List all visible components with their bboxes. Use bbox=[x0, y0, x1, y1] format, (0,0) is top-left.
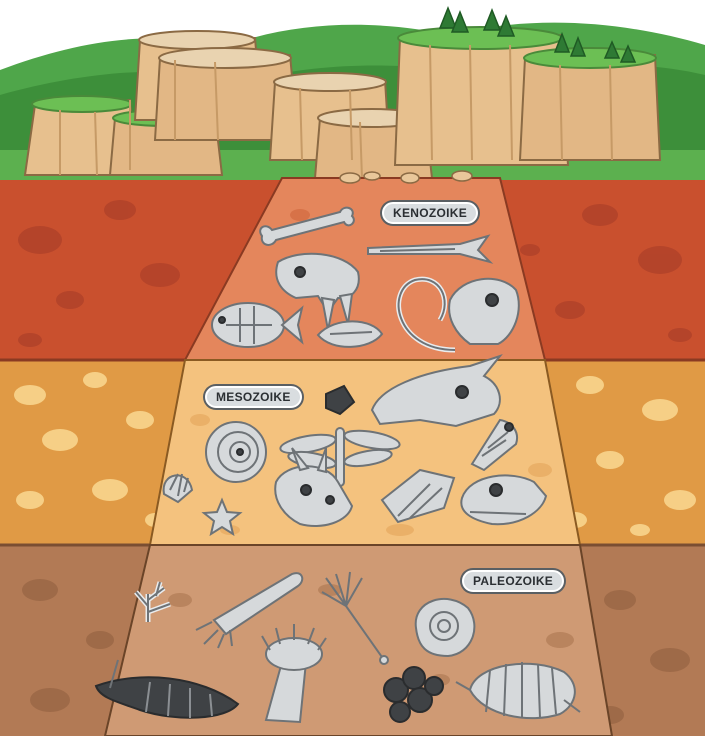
nautilus-fossil bbox=[416, 599, 475, 656]
paleozoike-label: PALEOZOIKE bbox=[462, 570, 564, 592]
ammonite-fossil bbox=[206, 422, 266, 482]
mesozoike-label: MESOZOIKE bbox=[205, 386, 302, 408]
kenozoike-label: KENOZOIKE bbox=[382, 202, 478, 224]
